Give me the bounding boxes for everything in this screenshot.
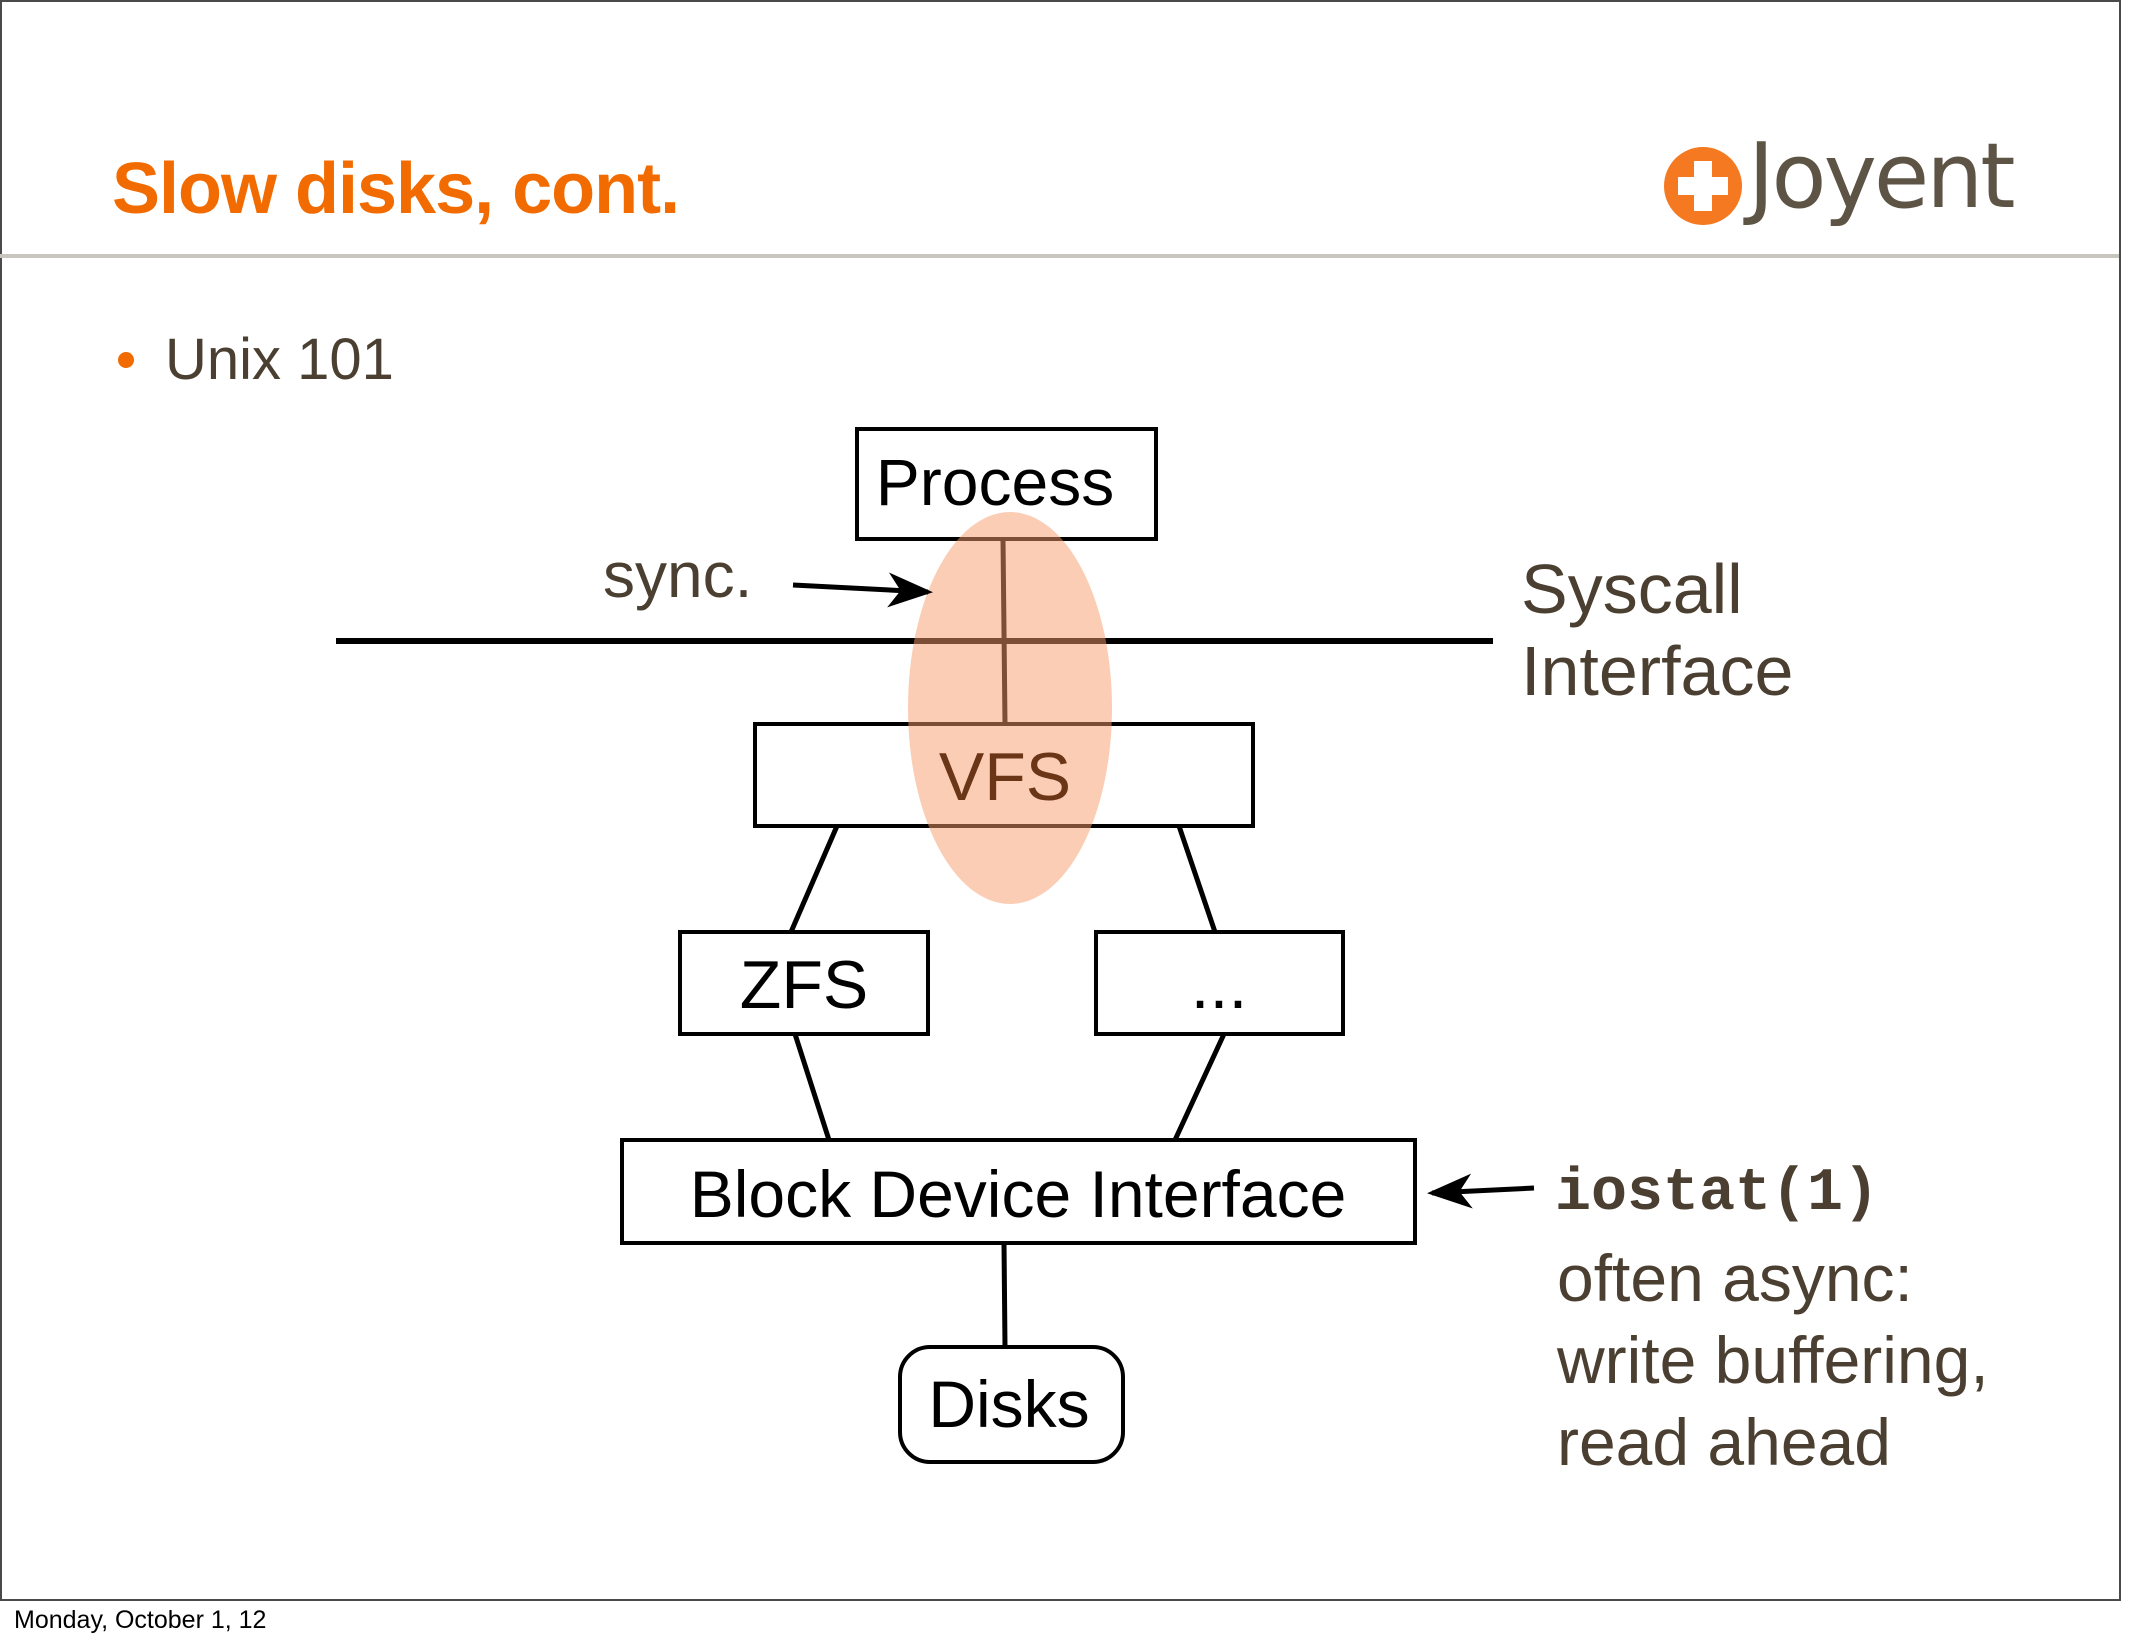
iostat-arrow bbox=[1427, 1173, 1535, 1209]
sync-label: sync. bbox=[603, 539, 753, 611]
other-fs-label: ... bbox=[1191, 947, 1248, 1023]
iostat-note-line: often async: bbox=[1557, 1241, 1913, 1315]
zfs-box bbox=[678, 930, 930, 1036]
iostat-note-line: read ahead bbox=[1557, 1405, 1891, 1479]
vfs-other-connector bbox=[1176, 825, 1218, 933]
other-block-connector bbox=[1172, 1032, 1227, 1142]
footer-date: Monday, October 1, 12 bbox=[14, 1606, 267, 1634]
iostat-note-line: write buffering, bbox=[1557, 1323, 1989, 1397]
bullet-icon bbox=[118, 352, 134, 368]
zfs-block-connector bbox=[792, 1033, 832, 1141]
sync-path-highlight bbox=[908, 512, 1112, 904]
process-label: Process bbox=[876, 445, 1114, 519]
block-device-label: Block Device Interface bbox=[690, 1157, 1347, 1231]
block-device-box bbox=[620, 1138, 1417, 1245]
vfs-label: VFS bbox=[939, 739, 1071, 815]
sync-arrow bbox=[792, 572, 933, 608]
block-disks-connector bbox=[1001, 1242, 1008, 1348]
disks-label: Disks bbox=[928, 1367, 1089, 1441]
syscall-label-line2: Interface bbox=[1521, 632, 1794, 710]
zfs-label: ZFS bbox=[740, 947, 868, 1023]
bullet-item: Unix 101 bbox=[165, 327, 394, 392]
other-fs-box bbox=[1094, 930, 1345, 1036]
syscall-interface-label: Syscall Interface bbox=[1521, 548, 1793, 712]
slide-title: Slow disks, cont. bbox=[112, 149, 680, 229]
vfs-zfs-connector bbox=[788, 825, 840, 933]
plus-circle-icon bbox=[1664, 147, 1742, 225]
syscall-label-line1: Syscall bbox=[1521, 550, 1743, 628]
iostat-command: iostat(1) bbox=[1555, 1160, 1880, 1228]
logo-text: Joyent bbox=[1748, 124, 2016, 229]
header-divider bbox=[0, 254, 2119, 258]
disks-box bbox=[898, 1345, 1125, 1464]
